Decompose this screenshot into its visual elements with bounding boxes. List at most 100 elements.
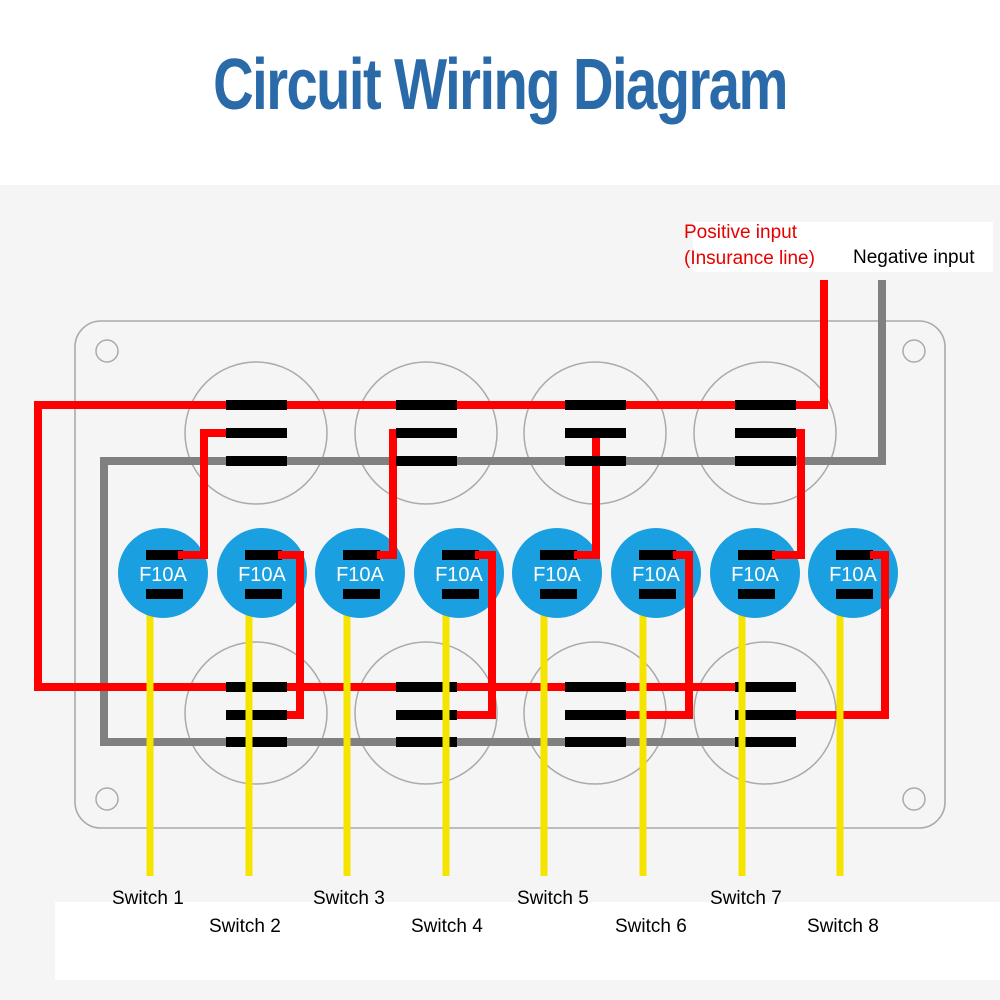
switch-terminal	[226, 682, 287, 692]
fuse-rating-label: F10A	[533, 564, 581, 586]
switch-label: Switch 5	[517, 888, 589, 909]
fuse-body	[414, 528, 504, 618]
switch-terminal	[565, 400, 626, 410]
fuse-terminal-top	[836, 550, 873, 560]
rocker-switch-outline	[184, 641, 328, 785]
switch-terminal	[396, 428, 457, 438]
switch-terminal	[735, 400, 796, 410]
fuse-rating-label: F10A	[238, 564, 286, 586]
fuse-body	[710, 528, 800, 618]
fuse-4: F10A	[414, 528, 504, 618]
fuse-rating-label: F10A	[435, 564, 483, 586]
fuse-2: F10A	[217, 528, 307, 618]
fuse-terminal-top	[442, 550, 479, 560]
switch-label: Switch 8	[807, 916, 879, 937]
fuse-1-link-overlay	[178, 520, 208, 559]
fuse-rating-label: F10A	[829, 564, 877, 586]
fuse-7-link-overlay	[772, 520, 805, 559]
fuse-rating-label: F10A	[336, 564, 384, 586]
fuse-5: F10A	[512, 528, 602, 618]
fuse-3: F10A	[315, 528, 405, 618]
title-band	[0, 0, 1000, 185]
positive-input-sublabel: (Insurance line)	[684, 248, 815, 269]
input-label-background	[693, 222, 993, 272]
switch-terminal	[396, 456, 457, 466]
fuse-terminal-top	[245, 550, 282, 560]
rocker-switch-outline	[184, 361, 328, 505]
fuse-terminal-top	[540, 550, 577, 560]
switch-terminal	[226, 400, 287, 410]
fuse-5-link-overlay	[574, 520, 600, 559]
switch-terminal	[565, 710, 626, 720]
fuse-terminal-bottom	[442, 589, 479, 599]
fuse-terminal-bottom	[146, 589, 183, 599]
fuse-7: F10A	[710, 528, 800, 618]
mounting-hole	[902, 787, 926, 811]
fuse-terminal-top	[343, 550, 380, 560]
switch-label: Switch 3	[313, 888, 385, 909]
rocker-switch-outline	[354, 361, 498, 505]
fuse-body	[315, 528, 405, 618]
switch-terminal	[396, 682, 457, 692]
fuse-rating-label: F10A	[632, 564, 680, 586]
fuse-rating-label: F10A	[731, 564, 779, 586]
fuse-body	[512, 528, 602, 618]
switch-terminal	[565, 456, 626, 466]
mounting-hole	[95, 339, 119, 363]
fuse-body	[611, 528, 701, 618]
positive-feed-wire	[34, 280, 828, 691]
fuse-body	[118, 528, 208, 618]
fuse-3-link-overlay	[377, 520, 397, 559]
switch-terminal	[735, 456, 796, 466]
panel-outline	[74, 320, 946, 829]
negative-input-label: Negative input	[853, 247, 975, 268]
switch-terminal	[735, 682, 796, 692]
positive-input-label: Positive input	[684, 222, 798, 243]
fuse-8-link-overlay	[870, 551, 889, 620]
fuse-2-link-overlay	[278, 551, 304, 620]
switch-terminal	[226, 710, 287, 720]
switch-label: Switch 4	[411, 916, 483, 937]
switch-terminal	[735, 428, 796, 438]
rocker-switch-outline	[693, 361, 837, 505]
mounting-hole	[95, 787, 119, 811]
rocker-switch-outline	[354, 641, 498, 785]
switch-terminal	[396, 400, 457, 410]
fuse-8: F10A	[808, 528, 898, 618]
negative-wire	[100, 280, 886, 746]
switch-terminal	[226, 456, 287, 466]
fuse-terminal-top	[146, 550, 183, 560]
switch-terminal	[565, 682, 626, 692]
switch-terminal	[396, 710, 457, 720]
fuse-terminal-top	[738, 550, 775, 560]
fuse-rating-label: F10A	[139, 564, 187, 586]
fuse-6-link-overlay	[673, 551, 693, 620]
switch-label: Switch 6	[615, 916, 687, 937]
switch-label: Switch 7	[710, 888, 782, 909]
fuse-4-link-overlay	[475, 551, 496, 620]
switch-label-background	[55, 902, 1000, 980]
fuse-terminal-bottom	[738, 589, 775, 599]
switch-terminal	[565, 737, 626, 747]
switch-terminal	[735, 737, 796, 747]
fuse-terminal-bottom	[245, 589, 282, 599]
switch-terminal	[226, 428, 287, 438]
page-title: Circuit Wiring Diagram	[213, 45, 788, 125]
switch-terminal	[735, 710, 796, 720]
mounting-hole	[902, 339, 926, 363]
fuse-body	[808, 528, 898, 618]
switch-label: Switch 2	[209, 916, 281, 937]
switch-terminal	[226, 737, 287, 747]
fuse-terminal-bottom	[639, 589, 676, 599]
fuse-terminal-bottom	[540, 589, 577, 599]
switch-terminal	[396, 737, 457, 747]
fuse-terminal-bottom	[343, 589, 380, 599]
fuse-terminal-top	[639, 550, 676, 560]
switch-terminal	[565, 428, 626, 438]
fuse-terminal-bottom	[836, 589, 873, 599]
fuse-1: F10A	[118, 528, 208, 618]
fuse-6: F10A	[611, 528, 701, 618]
fuse-body	[217, 528, 307, 618]
switch-label: Switch 1	[112, 888, 184, 909]
